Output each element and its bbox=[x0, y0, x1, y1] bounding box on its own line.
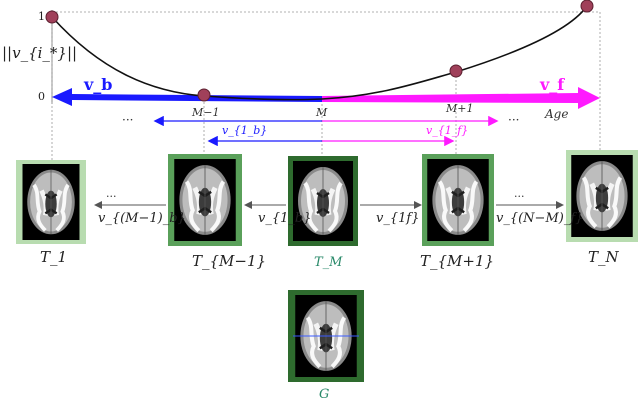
frame-tn bbox=[566, 150, 638, 242]
v1-arrows: ··· ··· v_{1_b} v_{1_f} bbox=[122, 113, 519, 147]
frame-tm-plus-1 bbox=[422, 154, 494, 246]
frame-tm-minus-1 bbox=[168, 154, 242, 246]
tick-zero: 0 bbox=[38, 90, 45, 103]
point-tm-minus-1 bbox=[197, 88, 211, 102]
point-tn bbox=[580, 0, 594, 13]
label-g: G bbox=[319, 387, 329, 401]
frame-tm bbox=[288, 156, 358, 246]
label-tm-minus-1: T_{M−1} bbox=[192, 252, 266, 270]
dots-right-top: ··· bbox=[508, 113, 519, 127]
norm-curve: M−1 M M+1 Age bbox=[45, 0, 594, 121]
vf-arrow bbox=[322, 87, 600, 109]
frame-edges: ··· ··· v_{(M−1)_b} v_{1_b} v_{1f} v_{(N… bbox=[94, 190, 583, 226]
v1b-label-top: v_{1_b} bbox=[222, 124, 267, 137]
vf-label: v_f bbox=[539, 75, 565, 94]
age-label: Age bbox=[544, 107, 568, 121]
label-m-minus-1: M−1 bbox=[191, 106, 219, 119]
y-axis-label: ||v_{i_*}|| bbox=[2, 44, 77, 62]
norm-curve-line bbox=[51, 5, 588, 101]
label-tn: T_N bbox=[588, 248, 620, 266]
label-t1: T_1 bbox=[40, 248, 67, 266]
point-t1 bbox=[45, 10, 59, 24]
label-m-plus-1: M+1 bbox=[445, 102, 473, 115]
timepoint-labels: T_1 T_{M−1} T_M T_{M+1} T_N G bbox=[40, 248, 620, 401]
vb-label: v_b bbox=[83, 75, 112, 94]
vb-arrow bbox=[52, 88, 322, 106]
point-tm-plus-1 bbox=[449, 64, 463, 78]
label-tm-plus-1: T_{M+1} bbox=[420, 252, 494, 270]
edge-dots-left: ··· bbox=[106, 190, 117, 203]
frame-g bbox=[288, 290, 364, 382]
tick-one: 1 bbox=[38, 10, 45, 23]
dots-left-top: ··· bbox=[122, 113, 133, 127]
edge-label-1b: v_{1_b} bbox=[258, 211, 311, 226]
plot-area: ||v_{i_*}|| 1 0 bbox=[2, 10, 601, 160]
velocity-arrows: v_b v_f bbox=[52, 75, 600, 109]
v1f-label-top: v_{1_f} bbox=[426, 124, 468, 137]
label-tm: T_M bbox=[314, 255, 343, 270]
edge-dots-right: ··· bbox=[514, 190, 525, 203]
edge-label-nm: v_{(N−M)_f} bbox=[496, 211, 583, 226]
edge-label-mb: v_{(M−1)_b} bbox=[98, 211, 186, 226]
edge-label-1f: v_{1f} bbox=[376, 211, 419, 226]
frame-t1 bbox=[16, 160, 86, 244]
label-m: M bbox=[315, 106, 328, 119]
